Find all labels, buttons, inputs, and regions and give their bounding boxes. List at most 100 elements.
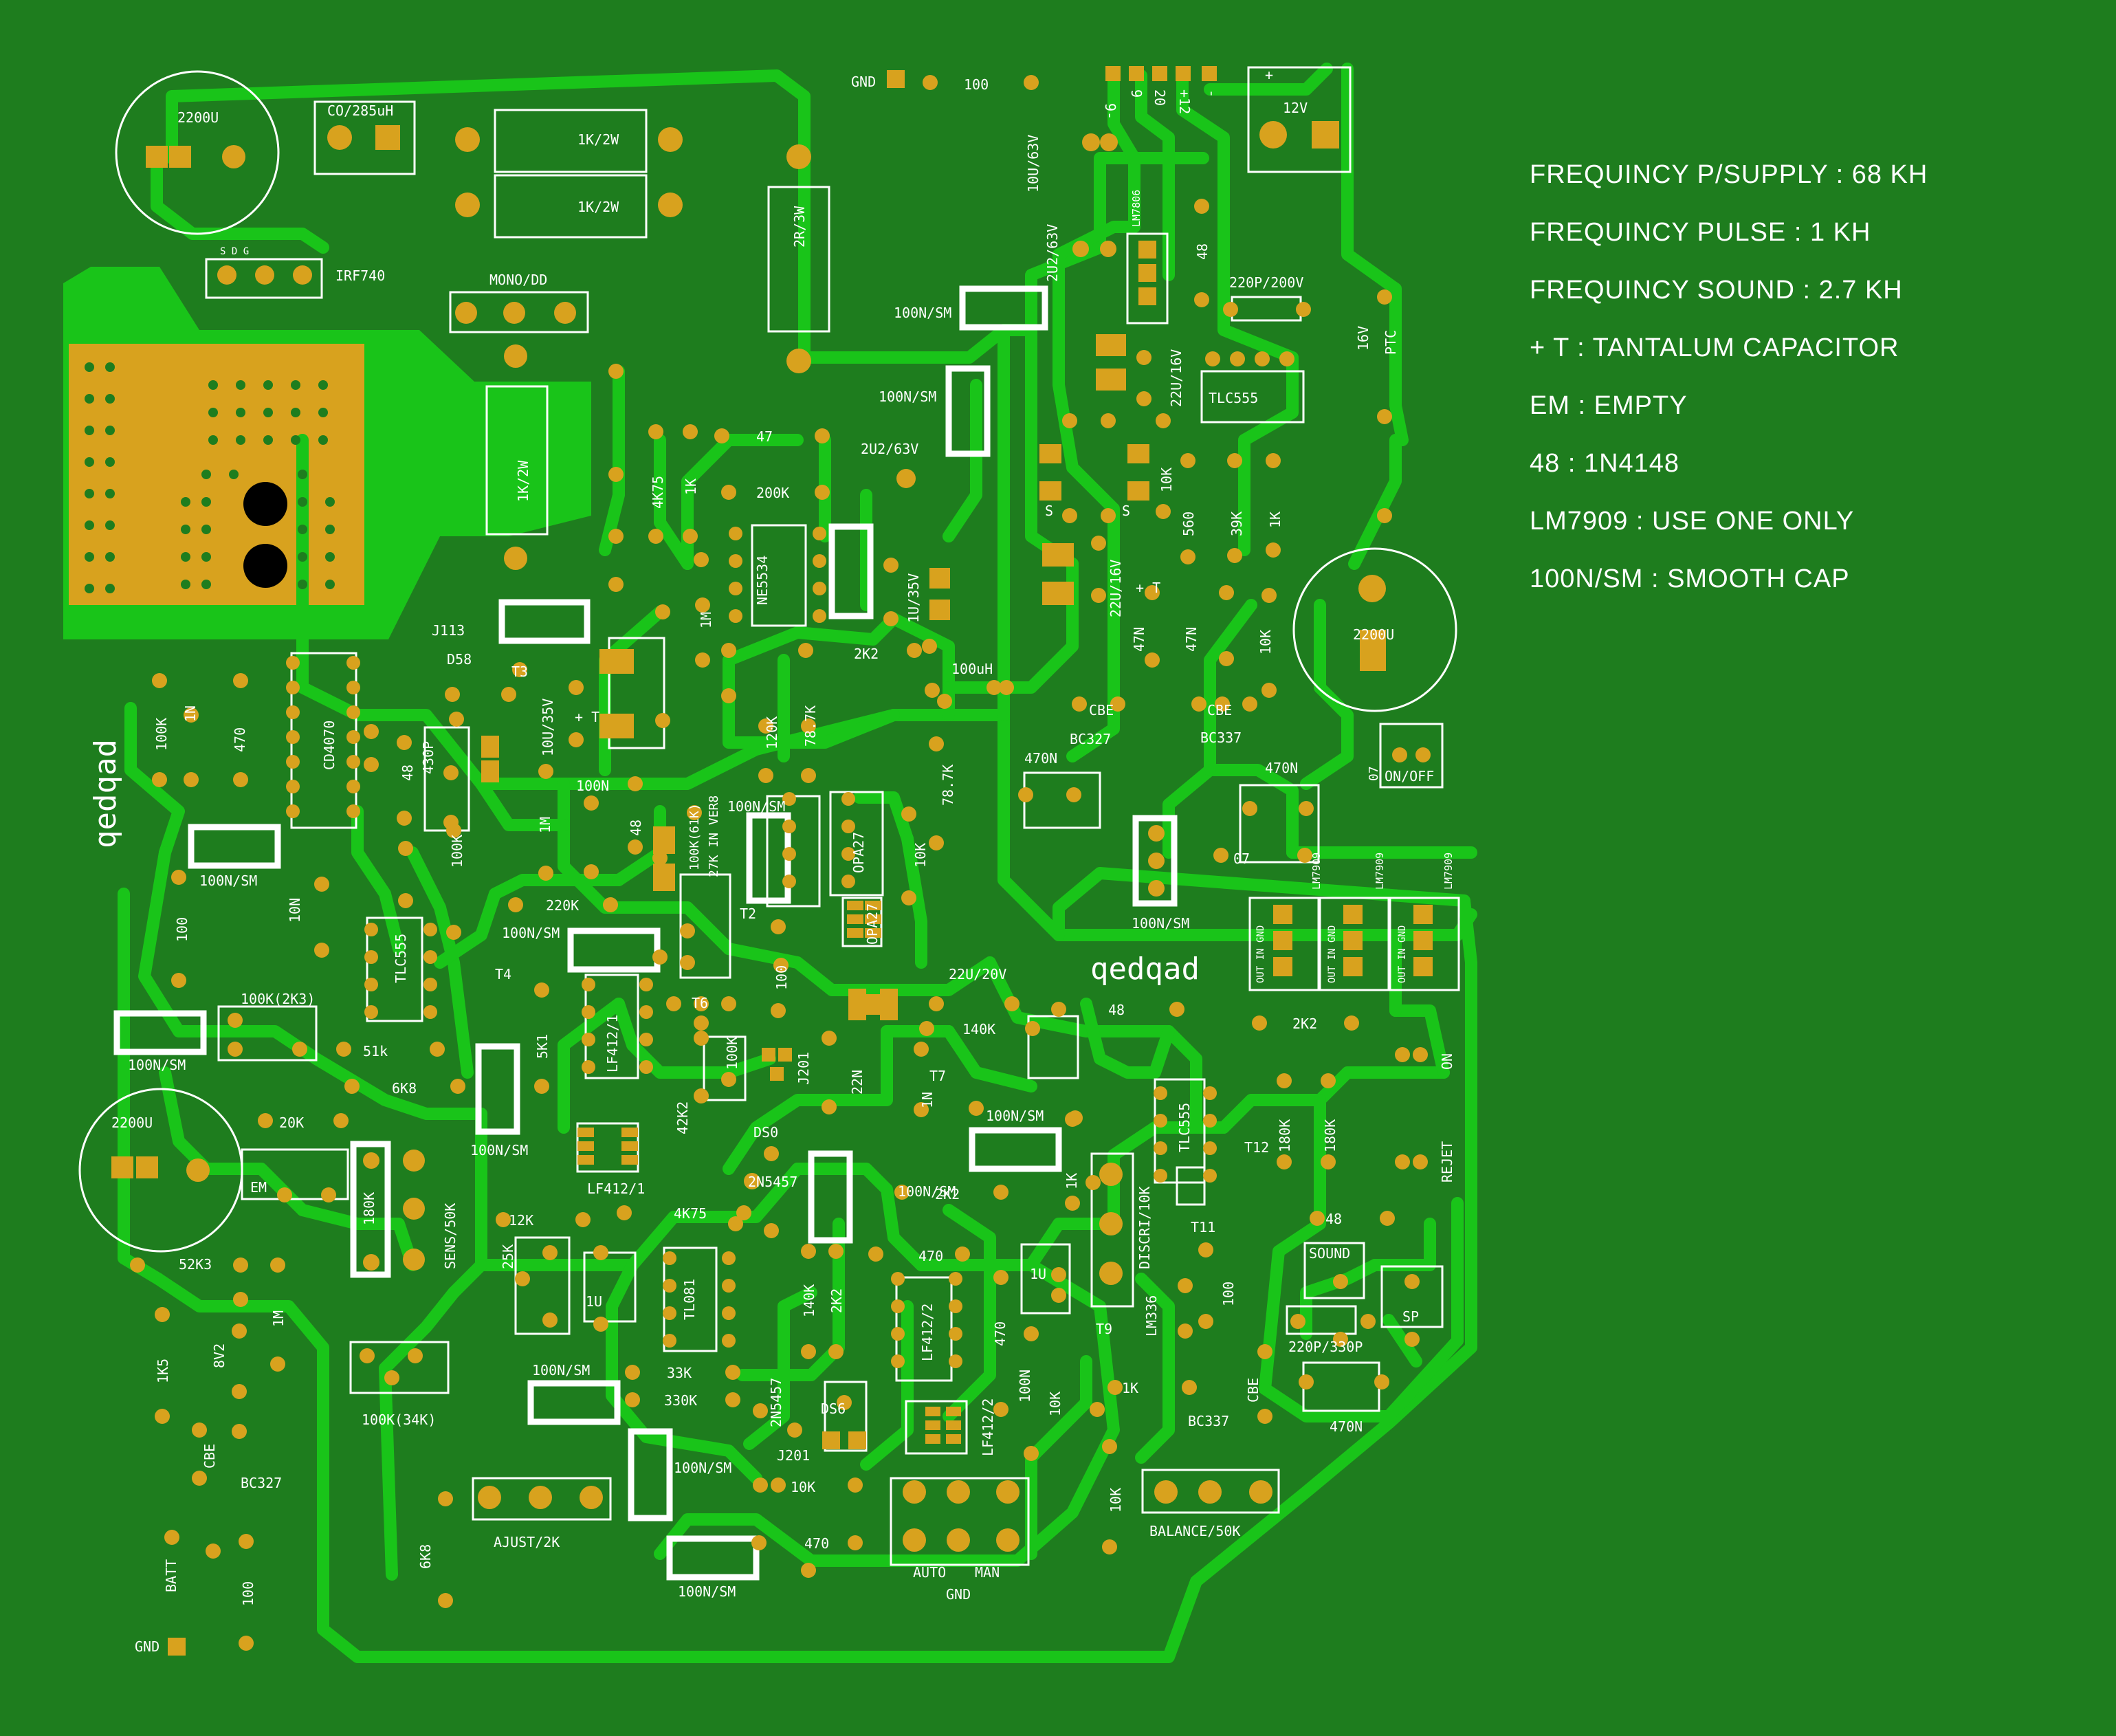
label-gnd-center: GND	[946, 1586, 971, 1603]
t2-area-outline	[679, 873, 731, 979]
sm-cap-10	[475, 1043, 520, 1135]
lm7909-b-outline	[1319, 897, 1390, 991]
note-psu-frequency: FREQUINCY P/SUPPLY : 68 KH	[1530, 160, 1928, 189]
label-c470n-right: 470N	[1265, 760, 1298, 776]
trim-100k2k3-outline	[217, 1005, 318, 1062]
discri-10k-outline	[1090, 1152, 1134, 1308]
label-bc327-left: BC327	[241, 1475, 282, 1491]
label-r100-right: 100	[1220, 1282, 1237, 1306]
label-c47n-b: 47N	[1183, 627, 1200, 652]
mono-dd-outline	[449, 291, 589, 333]
label-c100n-mid: 100N	[576, 778, 609, 794]
lf4122-smd-outline	[905, 1400, 968, 1455]
label-r2k2-mid: 2K2	[935, 1186, 960, 1202]
label-r100k34k: 100K(34K)	[362, 1411, 436, 1428]
onoff-outline	[1379, 723, 1444, 789]
label-irf740: IRF740	[335, 267, 385, 284]
label-c100nsm-12: 100N/SM	[674, 1460, 731, 1476]
label-r47-top: 47	[756, 428, 773, 445]
lm7806-outline	[1126, 232, 1169, 325]
pads	[111, 66, 1433, 1656]
label-c470n-mid: 470N	[1024, 750, 1057, 767]
label-c100nsm-10: 100N/SM	[986, 1108, 1044, 1124]
label-ne5534: NE5534	[754, 556, 771, 605]
tlc555-right-outline	[1154, 1078, 1206, 1184]
label-r1m-left: 1M	[270, 1310, 287, 1327]
label-r1k2w-a: 1K/2W	[577, 131, 619, 148]
label-r5k1: 5K1	[534, 1034, 551, 1059]
sm-cap-4	[498, 599, 591, 644]
label-r51k: 51k	[363, 1043, 388, 1059]
label-r10k-bottom2: 10K	[1107, 1488, 1124, 1513]
label-c22u20: 22U/20V	[949, 966, 1006, 982]
lm7909-a-outline	[1248, 897, 1320, 991]
c1u-right-outline	[1020, 1243, 1071, 1315]
label-r1k-discri: 1K	[1063, 1173, 1080, 1189]
label-sound: SOUND	[1309, 1245, 1350, 1262]
ds6-area-outline	[824, 1381, 868, 1452]
label-r12k: 12K	[509, 1212, 533, 1229]
note-regulator: LM7909 : USE ONE ONLY	[1530, 507, 1855, 536]
brand-mark-center: qedqad	[1090, 952, 1200, 987]
label-r48-top: 48	[1194, 243, 1211, 260]
label-r52k3: 52K3	[179, 1256, 212, 1273]
label-r20k: 20K	[279, 1114, 304, 1131]
label-2n5457-a: 2N5457	[748, 1174, 797, 1190]
label-r33k: 33K	[667, 1365, 692, 1381]
note-pulse-frequency: FREQUINCY PULSE : 1 KH	[1530, 218, 1871, 247]
label-r10k-top: 10K	[1158, 468, 1175, 492]
label-d58: D58	[447, 651, 472, 668]
label-r470k-top: 470	[918, 1248, 943, 1264]
label-r4k75-top: 4K75	[650, 476, 666, 509]
label-r100k-mid: 100K	[449, 835, 465, 868]
label-c2200-left: 2200U	[111, 1114, 153, 1131]
label-cbe-left: CBE	[201, 1444, 218, 1469]
sm-cap-12	[808, 1150, 853, 1244]
sm-cap-5	[188, 824, 281, 869]
label-c100nsm-13: 100N/SM	[678, 1583, 736, 1600]
label-oin-c: OUT IN GND	[1397, 925, 1408, 983]
label-r120k: 120K	[764, 716, 780, 749]
label-pin-9: 9	[1128, 89, 1145, 98]
label-c10u35: 10U/35V	[540, 699, 556, 756]
label-man: MAN	[975, 1564, 1000, 1581]
label-pin-9m: 9-	[1102, 103, 1118, 120]
reg-12v-outline	[1247, 66, 1352, 173]
label-r787k-a: 78.7K	[802, 705, 819, 747]
label-cbe-b: CBE	[1207, 702, 1232, 718]
label-pin-minus: -	[1204, 89, 1220, 98]
label-oin-b: OUT IN GND	[1327, 925, 1338, 983]
label-plust-b: + T	[1136, 580, 1160, 596]
tlc555-top-outline	[1200, 370, 1305, 424]
label-c220p330p: 220P/330P	[1288, 1339, 1363, 1355]
label-r100k-left: 100K	[153, 718, 170, 751]
label-r48-mid: 48	[628, 820, 644, 836]
label-c2u263-mid: 2U2/63V	[861, 441, 918, 457]
label-r2k2-right: 2K2	[1292, 1015, 1317, 1032]
note-smooth-cap: 100N/SM : SMOOTH CAP	[1530, 564, 1850, 593]
label-t4: T4	[495, 966, 511, 982]
label-c100nsm-7: 100N/SM	[128, 1057, 186, 1073]
label-tlc555-right: TLC555	[1176, 1103, 1193, 1152]
lf4121-outline	[584, 974, 639, 1079]
inductor-co285-outline	[313, 100, 416, 175]
cap-2200u-top-outline	[115, 70, 280, 235]
label-bc327-top: BC327	[1070, 731, 1111, 747]
label-r39k: 39K	[1228, 512, 1245, 536]
label-r100-top: 100	[964, 76, 989, 93]
em-area-outline	[241, 1148, 349, 1200]
label-gnd-top: GND	[851, 74, 876, 90]
label-t12: T12	[1244, 1139, 1269, 1156]
label-co285: CO/285uH	[327, 102, 393, 119]
label-c100nsm-5: 100N/SM	[199, 872, 257, 889]
sound-outline	[1303, 1242, 1365, 1299]
sm-cap-14	[628, 1428, 673, 1521]
label-balance: BALANCE/50K	[1149, 1523, 1240, 1539]
label-r787k-b: 78.7K	[940, 765, 956, 806]
resistor-1k2w-b-outline	[494, 174, 648, 239]
opa27-outline	[829, 791, 884, 897]
note-diode: 48 : 1N4148	[1530, 449, 1680, 478]
label-t7: T7	[929, 1068, 946, 1084]
label-lm7909-a: LM7909	[1310, 853, 1323, 890]
label-t2: T2	[740, 905, 756, 922]
